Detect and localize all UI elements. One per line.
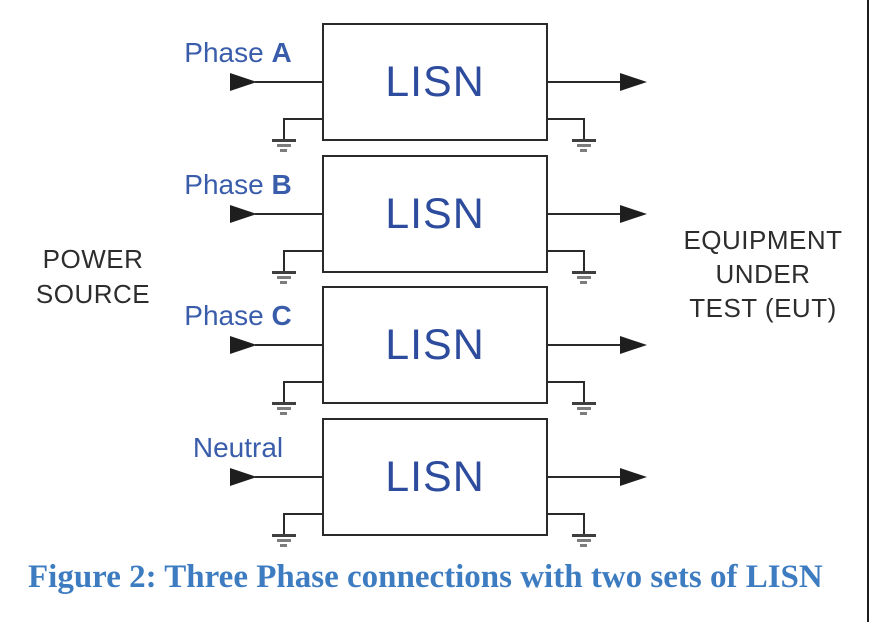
input-arrow-icon <box>230 336 257 354</box>
input-wire <box>255 81 324 83</box>
ground-wire-left <box>283 118 324 120</box>
earth-ground-right-icon <box>572 513 596 547</box>
phase-c-prefix: Phase <box>184 300 272 331</box>
input-arrow-icon <box>230 468 257 486</box>
earth-ground-left-icon <box>272 250 296 284</box>
neutral-prefix: Neutral <box>192 432 284 463</box>
input-wire <box>255 344 324 346</box>
lisn-box-1: LISN <box>322 23 548 141</box>
earth-ground-right-icon <box>572 250 596 284</box>
lisn-box-2-label: LISN <box>385 189 485 238</box>
neutral-input-label: Neutral <box>150 433 326 463</box>
output-wire <box>546 476 624 478</box>
phase-a-prefix: Phase <box>184 37 272 68</box>
input-wire <box>255 476 324 478</box>
phase-b-letter: B <box>271 169 292 200</box>
power-source-line-1: POWER <box>42 244 144 274</box>
eut-line-3: TEST (EUT) <box>689 293 837 323</box>
power-source-line-2: SOURCE <box>35 279 151 309</box>
eut-line-2: UNDER <box>715 259 811 289</box>
phase-b-prefix: Phase <box>184 169 272 200</box>
lisn-box-4-label: LISN <box>385 452 485 501</box>
lisn-box-3: LISN <box>322 286 548 404</box>
lisn-box-3-label: LISN <box>385 320 485 369</box>
output-arrow-icon <box>620 73 647 91</box>
output-wire <box>546 213 624 215</box>
ground-wire-right <box>546 250 585 252</box>
ground-wire-left <box>283 250 324 252</box>
earth-ground-right-icon <box>572 118 596 152</box>
ground-wire-left <box>283 381 324 383</box>
phase-a-input-label: Phase A <box>150 38 326 68</box>
page-column-border <box>867 0 869 622</box>
ground-wire-left <box>283 513 324 515</box>
earth-ground-left-icon <box>272 381 296 415</box>
earth-ground-left-icon <box>272 118 296 152</box>
phase-c-letter: C <box>271 300 292 331</box>
eut-label: EQUIPMENT UNDER TEST (EUT) <box>660 223 866 325</box>
phase-b-input-label: Phase B <box>150 170 326 200</box>
earth-ground-left-icon <box>272 513 296 547</box>
output-wire <box>546 344 624 346</box>
output-arrow-icon <box>620 336 647 354</box>
output-arrow-icon <box>620 205 647 223</box>
ground-wire-right <box>546 118 585 120</box>
phase-a-letter: A <box>271 37 292 68</box>
earth-ground-right-icon <box>572 381 596 415</box>
phase-c-input-label: Phase C <box>150 301 326 331</box>
input-wire <box>255 213 324 215</box>
power-source-label: POWER SOURCE <box>10 242 176 312</box>
lisn-box-4: LISN <box>322 418 548 536</box>
output-wire <box>546 81 624 83</box>
eut-line-1: EQUIPMENT <box>683 225 843 255</box>
output-arrow-icon <box>620 468 647 486</box>
ground-wire-right <box>546 513 585 515</box>
lisn-box-1-label: LISN <box>385 57 485 106</box>
input-arrow-icon <box>230 73 257 91</box>
lisn-box-2: LISN <box>322 155 548 273</box>
figure-caption: Figure 2: Three Phase connections with t… <box>28 559 823 595</box>
input-arrow-icon <box>230 205 257 223</box>
ground-wire-right <box>546 381 585 383</box>
